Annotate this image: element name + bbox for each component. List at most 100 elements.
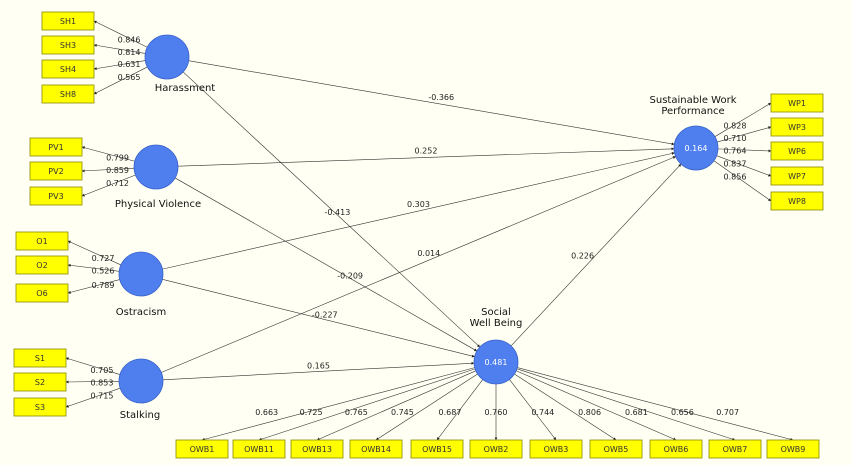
indicator-label-O2: O2 bbox=[36, 261, 47, 270]
indicator-box-O2[interactable] bbox=[15, 255, 69, 275]
indicator-label-OWB3: OWB3 bbox=[544, 445, 569, 454]
loading-value-SH3: 0.814 bbox=[118, 48, 141, 57]
loading-value-S2: 0.853 bbox=[91, 379, 114, 388]
indicator-box-OWB2[interactable] bbox=[469, 439, 523, 459]
indicator-box-O1[interactable] bbox=[15, 231, 69, 251]
latent-node-stalking[interactable] bbox=[118, 358, 164, 404]
indicator-label-O6: O6 bbox=[36, 289, 47, 298]
loading-edge-OWB14 bbox=[375, 373, 478, 441]
loading-value-OWB14: 0.745 bbox=[391, 408, 414, 417]
indicator-label-OWB13: OWB13 bbox=[302, 445, 332, 454]
latent-label-swp: Sustainable Work bbox=[650, 95, 737, 106]
path-coefficient-ostracism-swp: 0.303 bbox=[407, 200, 430, 209]
loading-value-OWB7: 0.656 bbox=[671, 408, 694, 417]
loading-value-OWB11: 0.725 bbox=[300, 408, 323, 417]
loading-edge-PV3 bbox=[81, 174, 136, 197]
indicator-box-OWB5[interactable] bbox=[589, 439, 643, 459]
loading-edge-SH8 bbox=[93, 66, 148, 95]
latent-label-swp: Performance bbox=[661, 106, 724, 117]
loading-edge-OWB5 bbox=[514, 373, 617, 441]
indicator-box-WP3[interactable] bbox=[770, 117, 824, 137]
indicator-box-OWB6[interactable] bbox=[649, 439, 703, 459]
latent-node-ostracism[interactable] bbox=[118, 251, 164, 297]
loading-value-PV3: 0.712 bbox=[106, 179, 129, 188]
loading-edge-WP7 bbox=[716, 155, 772, 177]
indicator-box-S2[interactable] bbox=[13, 372, 67, 392]
latent-node-physical[interactable] bbox=[133, 144, 179, 190]
indicator-box-WP8[interactable] bbox=[770, 191, 824, 211]
path-edge-ostracism-swp bbox=[162, 152, 675, 270]
loading-value-OWB1: 0.663 bbox=[255, 408, 278, 417]
indicator-box-OWB1[interactable] bbox=[175, 439, 229, 459]
latent-label-swb: Well Being bbox=[470, 318, 523, 329]
latent-label-stalking: Stalking bbox=[120, 410, 160, 421]
path-coefficient-ostracism-swb: -0.227 bbox=[312, 311, 338, 320]
indicator-box-OWB7[interactable] bbox=[708, 439, 762, 459]
indicator-box-PV3[interactable] bbox=[29, 186, 83, 206]
indicator-box-OWB9[interactable] bbox=[766, 439, 820, 459]
indicator-box-SH1[interactable] bbox=[41, 11, 95, 31]
loading-value-PV2: 0.859 bbox=[106, 166, 129, 175]
indicator-box-S1[interactable] bbox=[13, 348, 67, 368]
indicator-box-SH8[interactable] bbox=[41, 84, 95, 104]
loading-edge-OWB6 bbox=[516, 370, 677, 441]
latent-label-ostracism: Ostracism bbox=[116, 307, 166, 318]
loading-edge-OWB13 bbox=[316, 370, 476, 441]
loading-edge-S3 bbox=[65, 387, 121, 408]
indicator-label-WP1: WP1 bbox=[788, 99, 806, 108]
indicator-box-OWB3[interactable] bbox=[529, 439, 583, 459]
nodes-layer bbox=[13, 11, 824, 459]
latent-node-swb[interactable] bbox=[473, 339, 519, 385]
loading-edge-PV1 bbox=[81, 146, 135, 162]
loading-value-OWB15: 0.687 bbox=[439, 408, 462, 417]
path-coefficient-physical-swp: 0.252 bbox=[415, 147, 438, 156]
latent-label-swb: Social bbox=[481, 307, 511, 318]
indicator-box-OWB11[interactable] bbox=[232, 439, 286, 459]
loading-edge-SH3 bbox=[93, 43, 146, 54]
path-coefficient-swb-swp: 0.226 bbox=[571, 252, 594, 261]
loading-value-OWB3: 0.744 bbox=[531, 408, 554, 417]
path-edge-harassment-swb bbox=[182, 71, 481, 348]
indicator-label-PV3: PV3 bbox=[48, 192, 63, 201]
indicator-box-WP6[interactable] bbox=[770, 141, 824, 161]
loading-edge-WP8 bbox=[713, 160, 772, 202]
loading-edge-WP1 bbox=[714, 102, 772, 137]
loading-edge-OWB15 bbox=[436, 379, 483, 441]
indicator-label-S1: S1 bbox=[35, 354, 45, 363]
latent-node-swp[interactable] bbox=[673, 125, 719, 171]
loading-edge-O1 bbox=[67, 240, 122, 266]
indicator-label-WP8: WP8 bbox=[788, 197, 806, 206]
indicator-label-WP7: WP7 bbox=[788, 172, 806, 181]
indicator-label-OWB6: OWB6 bbox=[664, 445, 689, 454]
indicator-box-WP7[interactable] bbox=[770, 166, 824, 186]
indicator-label-OWB7: OWB7 bbox=[723, 445, 748, 454]
indicator-label-S3: S3 bbox=[35, 403, 45, 412]
indicator-box-SH4[interactable] bbox=[41, 59, 95, 79]
indicator-box-O6[interactable] bbox=[15, 283, 69, 303]
indicator-label-PV2: PV2 bbox=[48, 167, 63, 176]
indicator-box-OWB15[interactable] bbox=[410, 439, 464, 459]
indicator-box-PV2[interactable] bbox=[29, 161, 83, 181]
loading-value-OWB13: 0.765 bbox=[345, 408, 368, 417]
path-edge-ostracism-swb bbox=[162, 279, 475, 358]
loading-edge-O6 bbox=[67, 279, 120, 294]
indicator-box-PV1[interactable] bbox=[29, 137, 83, 157]
loading-value-O1: 0.727 bbox=[92, 254, 115, 263]
loading-value-WP8: 0.856 bbox=[724, 173, 747, 182]
path-edge-physical-swp bbox=[177, 147, 675, 167]
indicator-box-S3[interactable] bbox=[13, 397, 67, 417]
indicator-box-SH3[interactable] bbox=[41, 35, 95, 55]
loading-value-WP1: 0.828 bbox=[724, 122, 747, 131]
loading-value-WP6: 0.764 bbox=[724, 147, 747, 156]
latent-node-harassment[interactable] bbox=[144, 34, 190, 80]
indicator-label-OWB11: OWB11 bbox=[244, 445, 274, 454]
indicator-box-WP1[interactable] bbox=[770, 93, 824, 113]
indicator-box-OWB14[interactable] bbox=[349, 439, 403, 459]
loading-edge-O2 bbox=[67, 263, 120, 272]
path-coefficient-stalking-swp: 0.014 bbox=[417, 249, 440, 258]
indicator-box-OWB13[interactable] bbox=[290, 439, 344, 459]
loading-value-WP3: 0.710 bbox=[724, 134, 747, 143]
r-squared-swb: 0.481 bbox=[485, 358, 508, 367]
indicator-label-WP3: WP3 bbox=[788, 123, 806, 132]
